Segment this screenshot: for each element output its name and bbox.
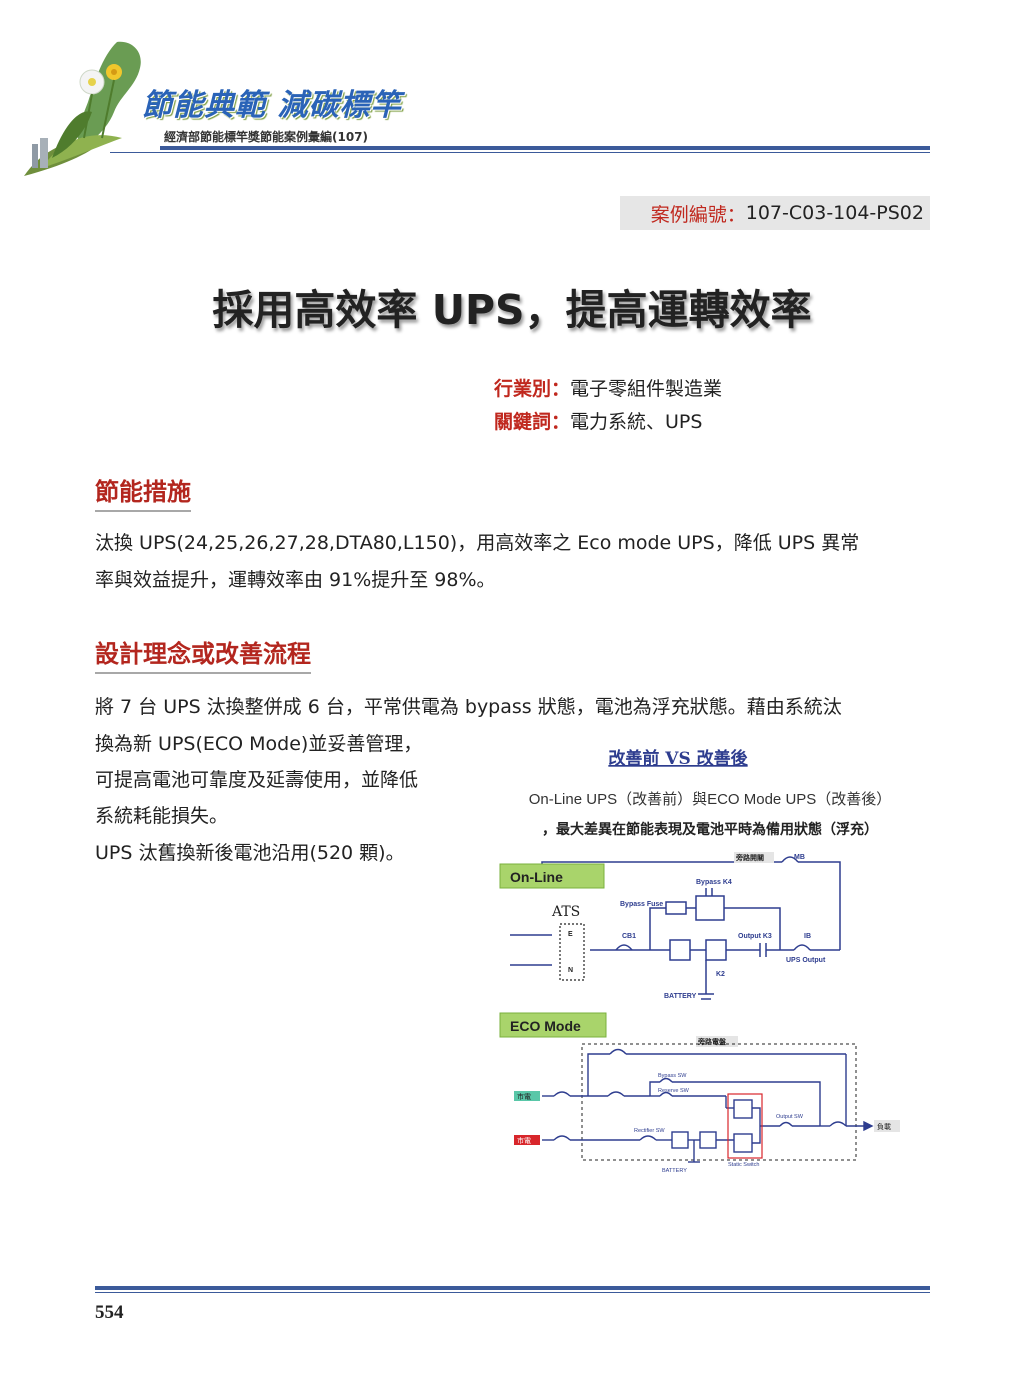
meta-industry: 行業別：電子零組件製造業 xyxy=(494,374,722,401)
online-label: Bypass K4 xyxy=(696,879,732,886)
eco-label: Reserve SW xyxy=(658,1088,690,1094)
diagram-caption-line2: ，最大差異在節能表現及電池平時為備用狀態（浮充） xyxy=(542,821,878,837)
eco-label: 旁路電盤 xyxy=(697,1037,727,1046)
case-number-box: 案例編號： 107-C03-104-PS02 xyxy=(620,196,930,230)
online-label: MB xyxy=(794,854,805,861)
body-text-line: 將 7 台 UPS 汰換整併成 6 台，平常供電為 bypass 狀態，電池為浮… xyxy=(95,696,842,718)
footer-rule-thin xyxy=(95,1292,930,1293)
section-heading-design: 設計理念或改善流程 xyxy=(95,634,311,674)
case-number-value: 107-C03-104-PS02 xyxy=(745,202,924,224)
body-text-line: UPS 汰舊換新後電池沿用(520 顆)。 xyxy=(95,842,405,864)
online-label: BATTERY xyxy=(664,993,697,1000)
ats-label: ATS xyxy=(551,904,580,920)
online-label: E xyxy=(568,931,573,938)
eco-label: Output SW xyxy=(776,1114,804,1120)
page-number: 554 xyxy=(95,1302,124,1323)
eco-label: 市電 xyxy=(517,1136,531,1145)
logo-art xyxy=(24,41,141,176)
online-label: Output K3 xyxy=(738,933,772,940)
online-label: K2 xyxy=(716,971,725,978)
online-label: IB xyxy=(804,933,811,940)
section-heading-measures: 節能措施 xyxy=(95,472,191,512)
industry-value: 電子零組件製造業 xyxy=(570,378,723,400)
online-label: Bypass Fuse xyxy=(620,901,663,908)
online-label: CB1 xyxy=(622,933,636,940)
body-text-line: 換為新 UPS(ECO Mode)並妥善管理， xyxy=(95,733,423,755)
eco-label: 負載 xyxy=(877,1122,891,1131)
header-rule-thin xyxy=(110,152,930,153)
online-label: 旁路開關 xyxy=(735,853,764,862)
footer-rule xyxy=(95,1286,930,1290)
online-label: UPS Output xyxy=(786,957,826,964)
eco-label: Bypass SW xyxy=(658,1073,687,1079)
keywords-label: 關鍵詞： xyxy=(494,411,571,433)
body-text-line: 率與效益提升，運轉效率由 91%提升至 98%。 xyxy=(95,569,496,591)
eco-label: 市電 xyxy=(517,1092,531,1101)
eco-tag: ECO Mode xyxy=(510,1018,581,1034)
brand-title: 節能典範 減碳標竿 xyxy=(142,88,402,123)
ups-comparison-diagram: 改善前 VS 改善後 On-Line UPS（改善前）與ECO Mode UPS… xyxy=(499,748,900,1174)
brand-subtitle: 經濟部節能標竿獎節能案例彙編(107) xyxy=(164,130,369,144)
keywords-value: 電力系統、UPS xyxy=(570,411,703,433)
page-title: 採用高效率 UPS，提高運轉效率 xyxy=(212,286,812,334)
diagram-caption-line1: On-Line UPS（改善前）與ECO Mode UPS（改善後） xyxy=(529,791,892,808)
diagram-heading: 改善前 VS 改善後 xyxy=(608,748,748,769)
body-text-line: 汰換 UPS(24,25,26,27,28,DTA80,L150)，用高效率之 … xyxy=(95,532,860,554)
header-rule xyxy=(160,146,930,150)
case-number-label: 案例編號： xyxy=(650,203,746,226)
meta-keywords: 關鍵詞：電力系統、UPS xyxy=(494,407,702,434)
eco-label: Rectifier SW xyxy=(634,1128,665,1134)
industry-label: 行業別： xyxy=(494,378,571,400)
online-tag: On-Line xyxy=(510,869,563,885)
body-text-line: 可提高電池可靠度及延壽使用，並降低 xyxy=(95,769,419,791)
eco-label: BATTERY xyxy=(662,1168,687,1174)
eco-label: Static Switch xyxy=(728,1162,759,1168)
body-text-line: 系統耗能損失。 xyxy=(95,805,229,827)
online-label: N xyxy=(568,967,573,974)
